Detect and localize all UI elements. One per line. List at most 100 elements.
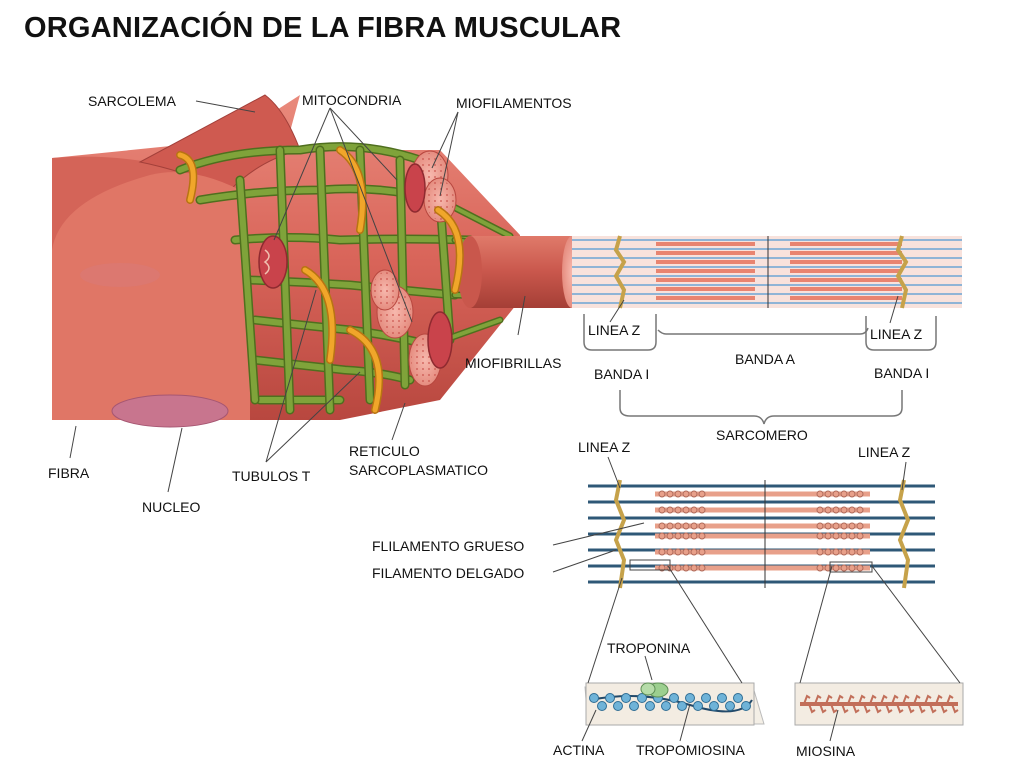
myosin-head-R-2-0 [816,522,824,530]
myosin-head-R-4-5 [856,548,864,556]
myosin-head-R-5-4 [848,564,856,572]
myosin-head-L-5-2 [674,564,682,572]
myosin-head-R-0-4 [848,490,856,498]
myosin-head-L-2-2 [674,522,682,530]
myosin-head-L-0-4 [690,490,698,498]
myosin-head-up-10 [913,694,921,705]
myosin-head-R-1-1 [824,506,832,514]
actin-bead-16 [717,693,727,703]
myosin-head-L-5-4 [690,564,698,572]
myosin-head-R-1-0 [816,506,824,514]
myosin-head-L-0-5 [698,490,706,498]
actin-bead-10 [669,693,679,703]
myosin-head-up-12 [935,694,943,705]
actin-bead-9 [661,701,671,711]
myosin-head-R-3-3 [840,532,848,540]
myosin-head-R-5-0 [816,564,824,572]
myosin-head-R-3-2 [832,532,840,540]
myosin-head-L-5-3 [682,564,690,572]
myosin-head-R-1-2 [832,506,840,514]
tubule-0-fill [177,152,196,203]
myosin-head-down-1 [819,703,827,714]
myosin-head-L-4-0 [658,548,666,556]
myosin-head-L-2-3 [682,522,690,530]
label-mitocondria: MITOCONDRIA [302,92,402,108]
myosin-head-L-4-1 [666,548,674,556]
myofibril-cross-sections [370,150,457,387]
label-troponina: TROPONINA [607,640,691,656]
reticulum-strand-fill-0 [177,143,423,173]
myofibril-dots-4 [373,272,397,308]
myosin-head-L-1-3 [682,506,690,514]
actin-bead-13 [693,701,703,711]
myosin-head-R-0-0 [816,490,824,498]
myosin-head-L-3-4 [690,532,698,540]
myosin-head-R-4-1 [824,548,832,556]
myosin-head-up-4 [847,694,855,705]
myosin-head-up-0 [803,694,811,705]
myosin-head-L-5-0 [658,564,666,572]
myosin-head-down-6 [874,703,882,714]
myosin-head-L-0-2 [674,490,682,498]
myosin-head-up-5 [858,694,866,705]
lower-z-line-1 [897,479,911,589]
label-banda-i-right: BANDA I [874,365,930,381]
tubule-1-fill [302,267,335,363]
myosin-head-L-3-5 [698,532,706,540]
myosin-head-L-4-2 [674,548,682,556]
label-banda-a: BANDA A [735,351,795,367]
myosin-head-down-3 [841,703,849,714]
label-tubulos-t: TUBULOS T [232,468,311,484]
label-linea-z-lower-left: LINEA Z [578,439,631,455]
actin-bead-0 [589,693,599,703]
sarcomere-detail [588,479,935,589]
zoom-insets [584,559,964,726]
tubule-2-fill [337,147,365,233]
myosin-head-up-8 [891,694,899,705]
myosin-head-R-3-5 [856,532,864,540]
myosin-head-R-2-4 [848,522,856,530]
myosin-strand [800,694,959,714]
label-nucleo: NUCLEO [142,499,201,515]
myosin-head-R-0-1 [824,490,832,498]
actin-bead-19 [741,701,751,711]
label-miofibrillas: MIOFIBRILLAS [465,355,562,371]
myofibril-cylinder [458,236,582,308]
myosin-head-L-2-1 [666,522,674,530]
myosin-head-L-5-5 [698,564,706,572]
myosin-head-down-4 [852,703,860,714]
myosin-head-R-1-3 [840,506,848,514]
label-sarcomero: SARCOMERO [716,427,808,443]
actin-bead-2 [605,693,615,703]
myosin-head-L-0-3 [682,490,690,498]
myosin-head-down-10 [918,703,926,714]
myosin-head-down-7 [885,703,893,714]
myosin-head-L-4-4 [690,548,698,556]
myosin-head-R-3-0 [816,532,824,540]
reticulum-strand-fill-12 [437,197,453,343]
t-tubules [176,146,464,414]
myosin-head-R-4-2 [832,548,840,556]
reticulum-strand-fill-9 [317,147,333,413]
actin-bead-4 [621,693,631,703]
myosin-head-R-0-3 [840,490,848,498]
label-tropomiosina: TROPOMIOSINA [636,742,745,758]
myosin-head-R-3-4 [848,532,856,540]
lower-z-line-0 [613,479,627,589]
z-line-1 [895,235,909,309]
nucleus-shape [111,394,229,428]
reticulum-strand-fill-11 [397,157,408,388]
myosin-head-R-2-5 [856,522,864,530]
myosin-head-R-4-4 [848,548,856,556]
sarcomere-strip [572,235,962,309]
label-miosina: MIOSINA [796,743,856,759]
myosin-head-R-5-2 [832,564,840,572]
myosin-head-L-0-0 [658,490,666,498]
label-reticulo: RETICULO [349,443,420,459]
label-miofilamentos: MIOFILAMENTOS [456,95,572,111]
myosin-head-R-1-4 [848,506,856,514]
label-actina: ACTINA [553,742,605,758]
myosin-head-L-1-1 [666,506,674,514]
myosin-head-L-1-4 [690,506,698,514]
